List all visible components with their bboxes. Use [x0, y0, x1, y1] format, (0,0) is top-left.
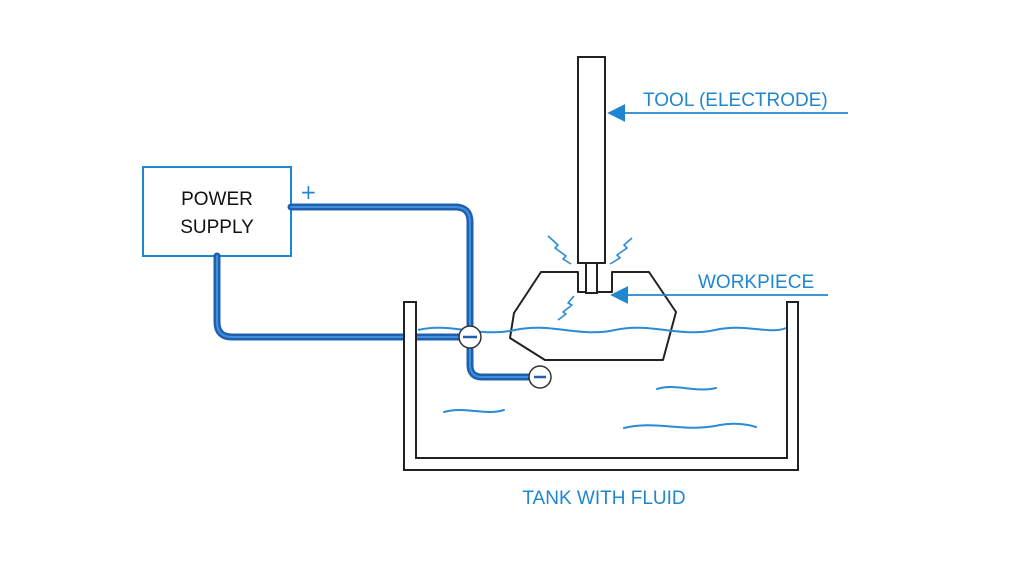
spark-icons [547, 235, 633, 321]
tool-electrode-tip [585, 262, 598, 294]
tool-label: TOOL (ELECTRODE) [643, 90, 828, 111]
negative-wire [213, 252, 466, 341]
tool-electrode [577, 56, 606, 264]
spark-left-icon [547, 235, 572, 265]
positive-terminal-label: + [300, 180, 317, 204]
ripple-1 [656, 386, 717, 391]
tank-label: TANK WITH FLUID [522, 488, 685, 509]
fluid-surface-wave [417, 326, 787, 334]
spark-workpiece-icon [557, 295, 575, 321]
workpiece-wire [466, 341, 534, 381]
fluid-ripples [443, 386, 757, 429]
ripple-2 [443, 409, 505, 413]
fluid-tank [403, 301, 799, 471]
ripple-3 [623, 422, 757, 429]
workpiece [509, 271, 677, 361]
workpiece-label: WORKPIECE [698, 272, 814, 293]
positive-wire [287, 203, 474, 339]
minus-terminal-icon [528, 365, 552, 389]
power-supply-label-line2: SUPPLY [180, 217, 254, 238]
power-supply-box [142, 166, 292, 257]
spark-right-icon [609, 237, 633, 265]
minus-terminal-icon [458, 325, 482, 349]
power-supply-label-line1: POWER [181, 189, 253, 210]
